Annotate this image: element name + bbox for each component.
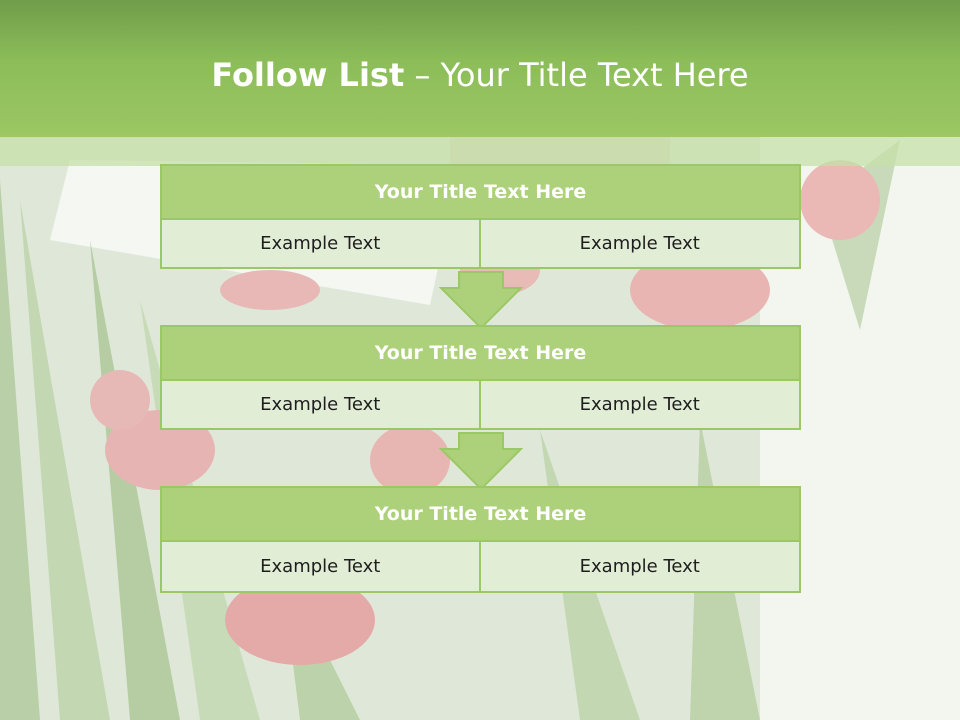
block-cell-left: Example Text: [160, 542, 481, 593]
block-row: Example Text Example Text: [160, 220, 801, 269]
list-block-3: Your Title Text Here Example Text Exampl…: [160, 486, 801, 593]
title-bold-part: Follow List: [211, 56, 405, 94]
block-cell-right: Example Text: [480, 542, 801, 593]
list-block-2: Your Title Text Here Example Text Exampl…: [160, 325, 801, 430]
block-cell-left: Example Text: [160, 220, 481, 269]
header-bar: [0, 0, 960, 137]
title-separator: –: [404, 56, 441, 94]
block-title: Your Title Text Here: [160, 486, 801, 542]
block-cell-left: Example Text: [160, 381, 481, 430]
list-block-1: Your Title Text Here Example Text Exampl…: [160, 164, 801, 269]
slide-title: Follow List – Your Title Text Here: [0, 56, 960, 94]
header-strip: [0, 137, 960, 166]
block-title: Your Title Text Here: [160, 164, 801, 220]
block-row: Example Text Example Text: [160, 381, 801, 430]
down-arrow-icon: [438, 271, 524, 330]
block-title: Your Title Text Here: [160, 325, 801, 381]
down-arrow-icon: [438, 432, 524, 491]
block-cell-right: Example Text: [480, 381, 801, 430]
block-row: Example Text Example Text: [160, 542, 801, 593]
title-rest-part: Your Title Text Here: [440, 56, 749, 94]
block-cell-right: Example Text: [480, 220, 801, 269]
